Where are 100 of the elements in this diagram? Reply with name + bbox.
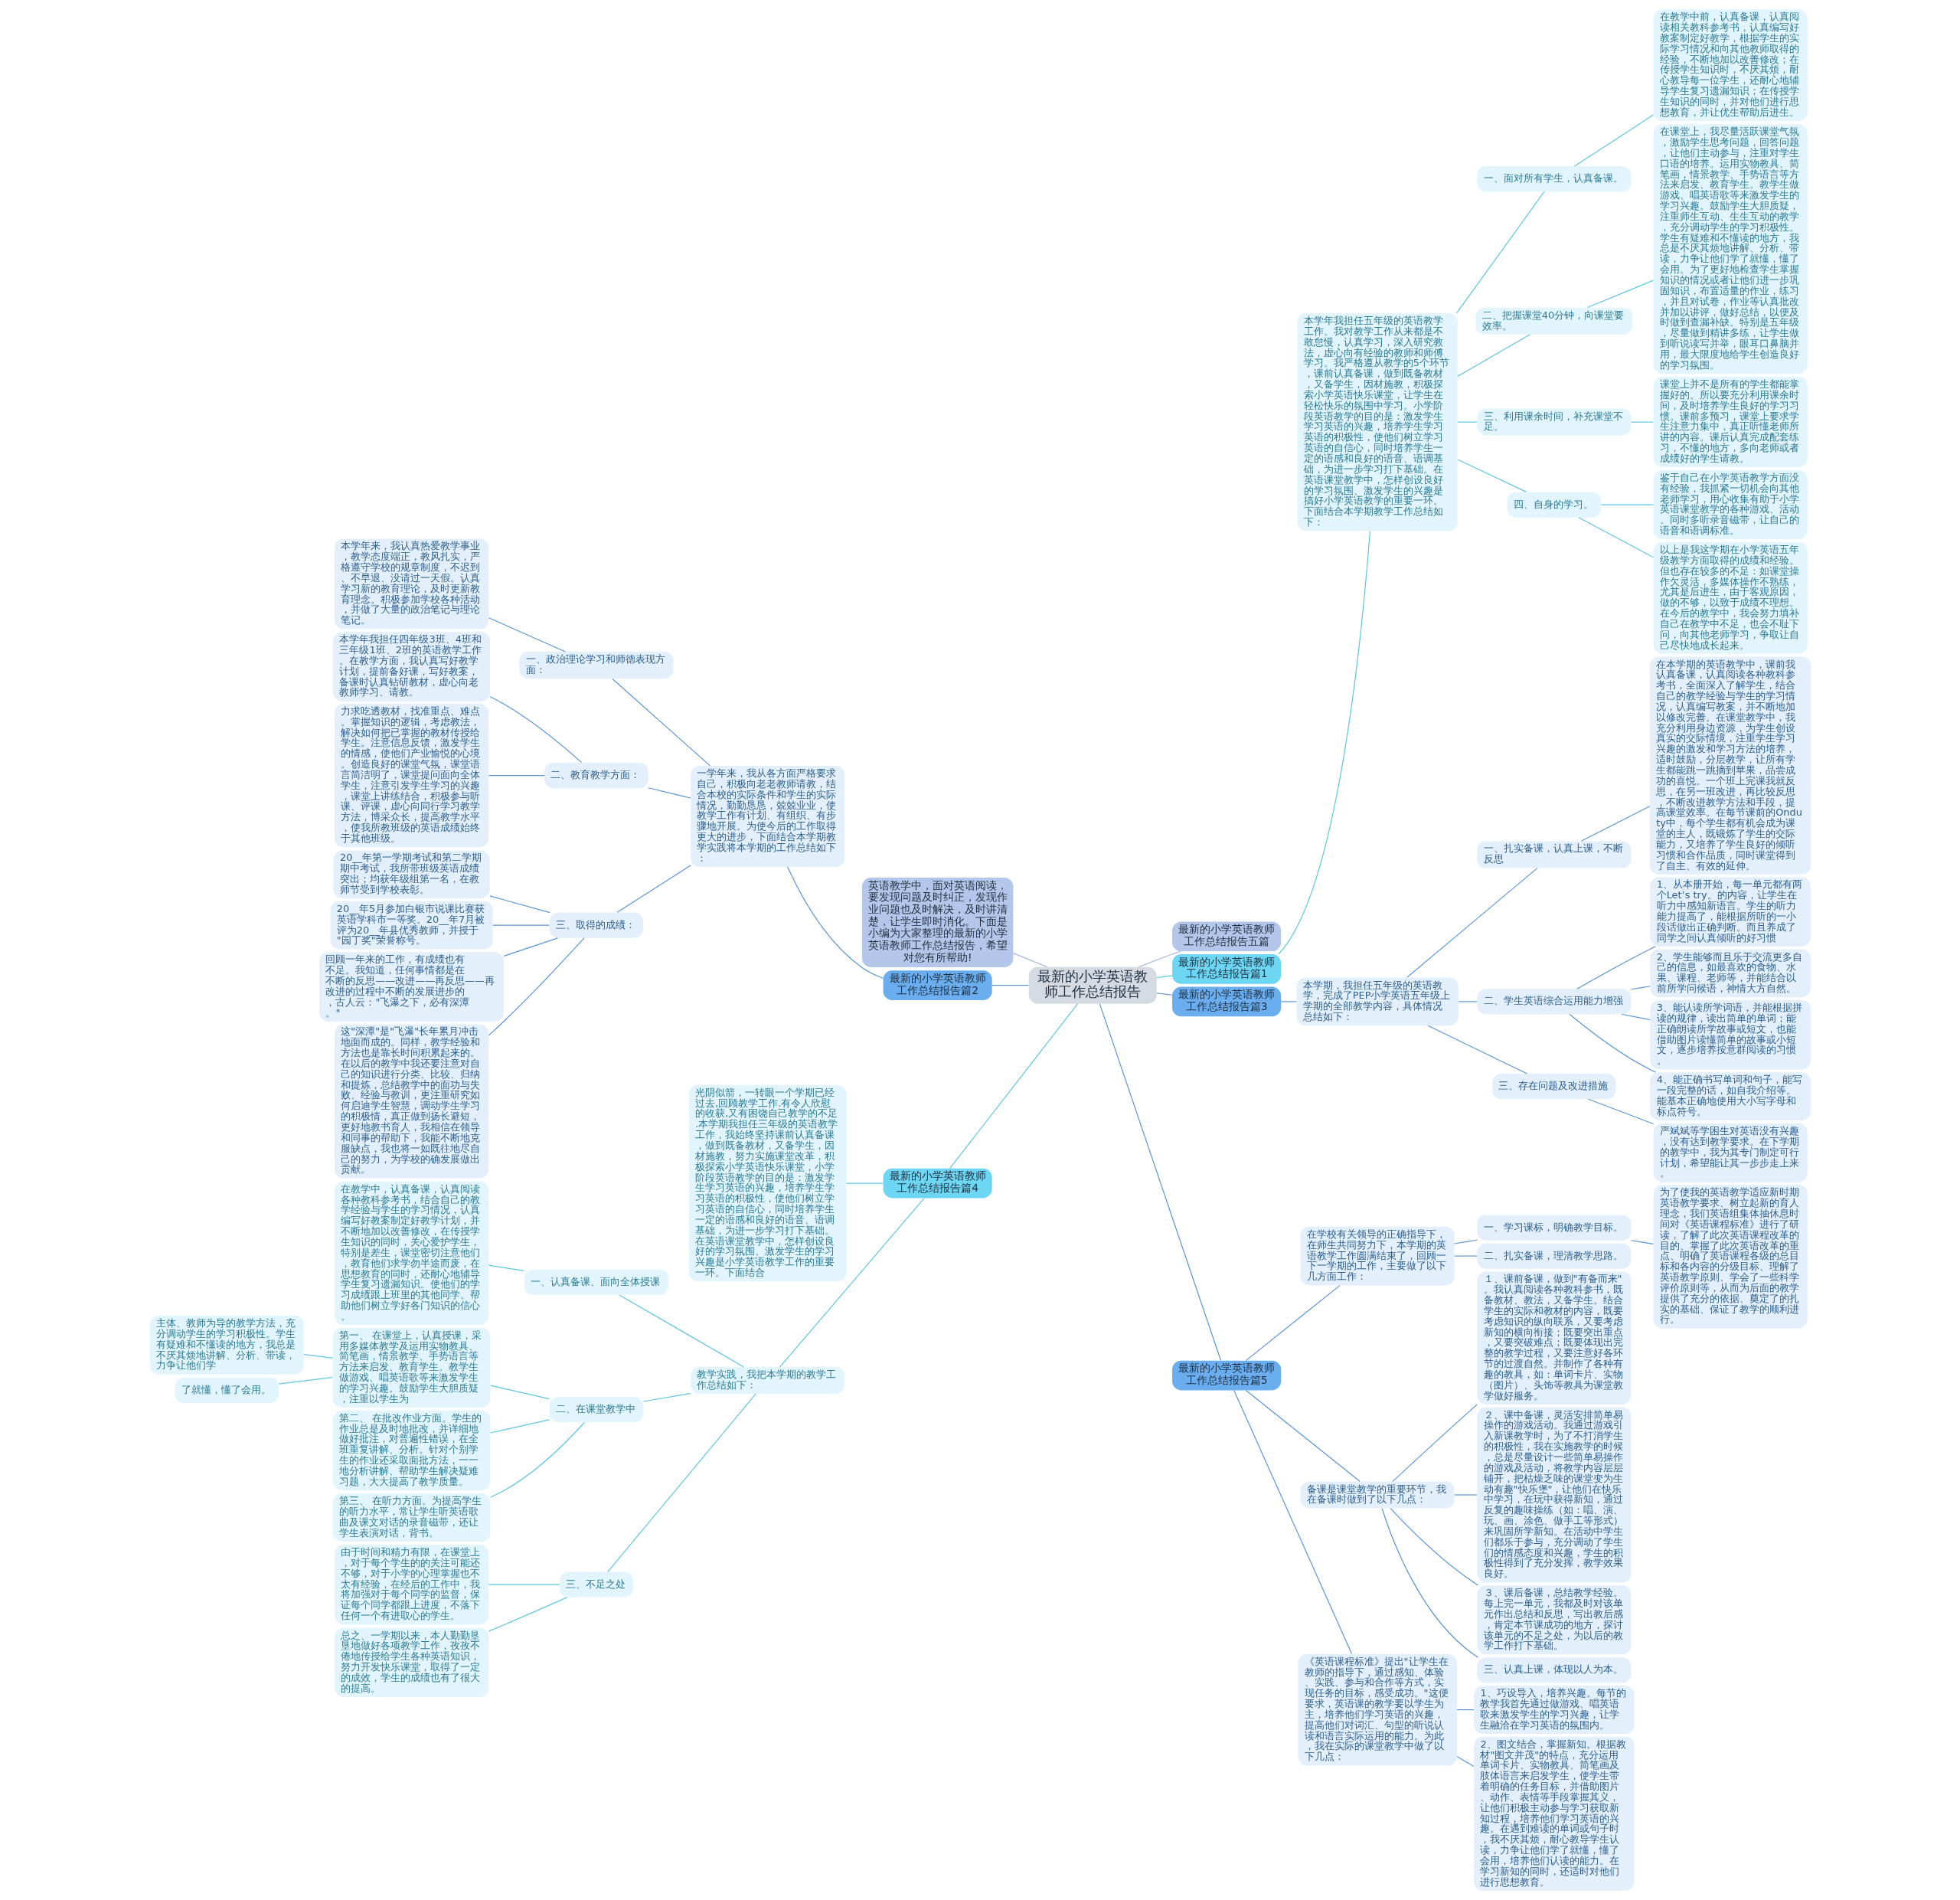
- connector: [1458, 1001, 1478, 1002]
- connector: [1155, 975, 1172, 979]
- node-box: 一、政治理论学习和师德表现方面：: [518, 652, 673, 679]
- connector: [488, 1597, 567, 1632]
- connector: [1453, 1494, 1478, 1496]
- connector: [1577, 517, 1654, 558]
- connector: [489, 1385, 550, 1400]
- connector: [779, 1198, 925, 1368]
- node-box: 最新的小学英语教师工作总结报告: [1028, 966, 1157, 1004]
- connector: [1455, 191, 1544, 314]
- node-box: 三、认真上课，体现以人为本。: [1476, 1657, 1631, 1683]
- node-box: 3、能认读所学词语，并能根据拼读的规律，读出简单的单词；能正确朗读所学故事或短文，也能借助图片读懂简单的故事或小短文，逐步培养按意群阅读的习惯。: [1649, 1000, 1811, 1070]
- node-box: ３、课后备课，总结教学经验。每上完一单元，我都及时对该单元作出总结和反思，写出教后感，肯定本节课成功的地方，探讨该单元的不足之处，为以后的教学工作打下基础。: [1476, 1585, 1631, 1655]
- connector: [642, 1392, 691, 1402]
- node-box: 三、不足之处: [559, 1571, 633, 1598]
- connector: [1457, 334, 1530, 377]
- node-box: 了就懂，懂了会用。: [174, 1377, 279, 1404]
- node-box: 第三、 在听力方面。为提高学生的听力水平，常让学生听英语歌曲及课文对话的录音磁带，还让学生表演对话，背书。: [332, 1493, 490, 1542]
- connector: [1453, 1255, 1478, 1257]
- node-box: 本学年我担任四年级3班、4班和三年级1班、2班的英语教学工作。在教学方面，我认真写好教学计划，提前备好课，写好教案，备课时认真钻研教材，虚心向老教师学习、请教。: [332, 632, 490, 701]
- node-box: 最新的小学英语教师工作总结报告篇4: [883, 1168, 992, 1199]
- node-box: 三、取得的成绩：: [549, 912, 643, 938]
- node-box: 2、图文结合，掌握新知。根据教材"图文并茂"的特点，充分运用单词卡片、实物教具、简笔画及肢体语言来启发学生，使学生带着明确的任务目标，并借助图片、动作、表情等手段掌握其义，让他们积极主动参与学习获取新知过程，培养他们学习英语的兴趣。在遇到难读的单词或句子时，我不厌其烦，耐心教导学生认读，力争让他们学了就懂，懂了会用，培养他们认读的能力。在学习新知的同时，还适时对他们进行思想教育。: [1473, 1736, 1635, 1891]
- node-box: 二、在课堂教学中: [549, 1396, 643, 1422]
- node-box: 一、学习课标，明确教学目标。: [1476, 1215, 1631, 1241]
- node-box: 英语教学中，面对英语阅读，要发现问题及时纠正，发现作业问题也及时解决，及时讲清楚，让学生即时消化。下面是小编为大家整理的最新的小学英语教师工作总结报告，希望对您有所帮助!: [861, 877, 1013, 968]
- node-box: 总之、一学期以来，本人勤勤垦垦地做好各项教学工作，孜孜不倦地传授给学生各种英语知识，努力开发快乐课堂，取得了一定的成效，学生的成绩也有了很大的提高。: [334, 1627, 488, 1697]
- node-box: 三、存在问题及改进措施: [1491, 1074, 1616, 1100]
- node-box: 第二、 在批改作业方面。学生的作业总是及时地批改，并详细地做好批注，对普遍性错误，在全班重复讲解、分析。针对个别学生的作业还采取面批方法，一一地分析讲解、帮助学生解决疑难习题，大大提高了教学质量。: [332, 1410, 490, 1490]
- connector: [488, 1584, 560, 1585]
- node-box: 为了使我的英语教学适应新时期英语教学要求、树立起新的育人理念，我们英语组集体抽休息时间对《英语课程标准》进行了研读，了解了此次英语课程改革的目的、掌握了此次英语改革的重点、明确了英语课程各级的总目标和各内容的分级目标、理解了英语教学原则、学会了一些科学评价原则等，从而为后面的教学提供了充分的依据、奠定了的扎实的基础、保证了教学的顺利进行。: [1653, 1185, 1808, 1329]
- node-box: 严斌斌等学困生对英语没有兴趣，没有达到教学要求。在下学期的教学中，我为其专门制定可行计划，希望能让其一步步走上来。: [1653, 1123, 1808, 1182]
- connector: [647, 787, 691, 799]
- node-box: 回顾一年来的工作，有成绩也有不足。我知道，任何事情都是在不断的反思——改进——再反思——再改进的过程中不断的发展进步的，古人云："飞瀑之下，必有深潭。": [318, 952, 504, 1022]
- node-box: 备课是课堂教学的重要环节，我在备课时做到了以下几点：: [1300, 1481, 1455, 1509]
- node-box: 1、从本册开始，每一单元都有两个Let’s try。的内容，让学生在听力中感知新语言。学生的听力能力提高了，能根据所听的一小段话做出正确判断。而且养成了同学之间认真倾听的好习惯: [1649, 877, 1811, 947]
- node-box: 2、学生能够而且乐于交流更多自己的信息，如最喜欢的食物、水果、课程、老师等，并能结合以前所学问候语，神情大方自然。: [1649, 949, 1811, 998]
- node-box: 在课堂上，我尽量活跃课堂气氛，激励学生思考问题，回答问题，让他们主动参与，注重对学生口语的培养。运用实物教具、简笔画，情景教学、手势语言等方法来启发、教育学生。教学生做游戏、唱英语歌等来激发学生的学习兴趣。鼓励学生大胆质疑，注重师生互动、生生互动的教学，充分调动学生的学习积极性。学生有疑难和不懂读的地方，我总是不厌其烦地讲解、分析、带读，力争让他们学了就懂，懂了会用。为了更好地检查学生掌握知识的情况或者让他们进一步巩固知识，布置适量的作业，练习，并且对试卷，作业等认真批改并加以讲评，做好总结，以便及时做到查漏补缺。特别是五年级，尽量做到精讲多练，让学生做到听说读写并举，眼耳口鼻脑并用，最大限度地给学生创造良好的学习氛围。: [1653, 124, 1808, 374]
- node-box: 第一、 在课堂上，认真授课，采用多媒体教学及运用实物教具、简笔画，情景教学、手势语言等方法来启发、教育学生。教学生做游戏、唱英语歌等来激发学生的学习兴趣。鼓励学生大胆质疑，注重以学生为: [332, 1327, 490, 1408]
- node-box: 在学校有关领导的正确指导下，在师生共同努力下，本学期的英语教学工作圆满结束了，回顾一下一学期的工作，主要做了以下几方面工作：: [1300, 1226, 1455, 1286]
- connector: [1390, 1508, 1478, 1586]
- connector: [845, 1182, 884, 1184]
- node-box: 本学年来，我认真热爱教学事业，教学态度端正，教风扎实，严格遵守学校的规章制度，不迟到、不早退、没请过一天假。认真学习新的教育理论，及时更新教育理念。积极参加学校各种活动，并做了大量的政治笔记与理论笔记。: [334, 538, 488, 630]
- connector: [492, 924, 550, 926]
- connector: [503, 937, 558, 957]
- connector: [1457, 421, 1478, 423]
- connector: [949, 1003, 1078, 1169]
- connector: [1457, 459, 1527, 492]
- node-box: 1、巧设导入，培养兴趣。每节的教学我首先通过做游戏、唱英语歌来激发学生的学习兴趣，让学生融洽在学习英语的氛围内。: [1473, 1686, 1635, 1734]
- connector: [278, 1376, 333, 1385]
- connector: [488, 774, 545, 777]
- connector: [488, 895, 550, 914]
- node-box: 一、认真备课、面向全体授课: [524, 1269, 668, 1295]
- connector: [1600, 504, 1654, 505]
- node-box: 课堂上并不是所有的学生都能掌握好的。所以要充分利用课余时间，及时培养学生良好的学习习惯。课前多预习，课堂上要求学生注意力集中，真正听懂老师所讲的内容。课后认真完成配套练习，不懂的地方，多向老师或者成绩好的学生请教。: [1653, 377, 1808, 468]
- node-box: 力求吃透教材，找准重点、难点。掌握知识的逻辑，考虑教法，解决如何把已掌握的教材传授给学生。注意信息反馈，激发学生的情感，使他们产业愉悦的心境。创造良好的课堂气氛，课堂语言简洁明了，课堂提问面向全体学生，注意引发学生学习的兴趣，课堂上讲练结合，积极参与听课、评课，虚心向同行学习教学方法，博采众长，提高教学水平，使我所教班级的英语成绩始终于其他班级。: [334, 703, 488, 848]
- node-box: 20__年第一学期考试和第二学期期中考试，我所带班级英语成绩突出；均获年级组第一名，在教师节受到学校表彰。: [333, 850, 490, 899]
- node-box: 由于时间和精力有限，在课堂上，对于每个学生的的关注可能还不够，对于小学的心理掌握也不太有经验，在经后的工作中，我将加强对于每个同学的监督，保证每个同学都跟上进度，不落下任何一个有进取心的学生。: [334, 1545, 488, 1625]
- connector: [489, 696, 582, 764]
- connector: [1453, 1239, 1478, 1244]
- node-box: ２、课中备课，灵活安排简单易操作的游戏活动。我通过游戏引入新课教学时，为了不打消学生的积极性，我在实施教学的时候，总是尽量设计一些简单易操作的游戏及活动，将教学内容层层铺开，把枯燥乏味的课堂变为生动有趣"快乐堡"，让他们在快乐中学习，在玩中获得新知，通过反复的趣味操练（如：唱、演、玩、画、涂色、做手工等形式）来巩固所学新知。在活动中学生们都乐于参与，充分调动了学生们的情感态度和兴趣，学生的积极性得到了充分发挥，教学效果良好。: [1476, 1407, 1631, 1583]
- connector: [606, 1393, 756, 1573]
- node-box: 在教学中，认真备课，认真阅读各种教科参考书，结合自己的教学经验与学生的学习情况，认真编写好教案制定好教学计划，并不断地加以改善修改，在传授学生知识的同时，关心爱护学生，特别是差生，课堂密切注意他们，教育他们求学勿半途而废，在思想教育的同时，还耐心地辅导学生复习遗漏知识。使他们的学习成绩跟上班里的其他同学。帮助他们树立学好各门知识的信心。: [334, 1181, 488, 1326]
- connector: [1233, 1390, 1352, 1655]
- connector: [1155, 993, 1172, 996]
- connector: [1245, 1285, 1341, 1362]
- connector: [488, 937, 585, 1036]
- node-box: 《英语课程标准》提出"让学生在教师的指导下，通过感知、体验、实践、参与和合作等方式，实现任务的目标，感受成功。"这便要求，英语课的教学要以学生为主，培养他们学习英语的兴趣，提高他们对词汇、句型的听说认读和语言实际运用的能力。为此，我在实际的课堂教学中做了以下几点：: [1297, 1653, 1457, 1766]
- connector: [618, 1294, 744, 1368]
- node-box: 一、面对所有学生，认真备课。: [1476, 166, 1631, 192]
- node-box: 三、利用课余时间，补充课堂不足。: [1476, 408, 1631, 436]
- connector: [489, 1421, 585, 1498]
- node-box: 教学实践，我把本学期的教学工作总结如下：: [690, 1367, 844, 1395]
- node-box: 二、把握课堂40分钟，向课堂要效率。: [1475, 307, 1632, 335]
- node-box: 鉴于自己在小学英语教学方面没有经验，我抓紧一切机会向其他老师学习，用心收集有助于小学英语课堂教学的各种游戏、活动。同时多听录音磁带，让自己的语音和语调标准。: [1653, 469, 1808, 540]
- connector: [1406, 868, 1537, 978]
- node-box: 20__年5月参加白银市说课比赛获英语学科市一等奖。20__年7月被评为20__年县优秀教师，并授于"园丁奖"荣誉称号。: [330, 901, 493, 950]
- node-box: 主体、教师为导的教学方法，充分调动学生的学习积极性。学生有疑难和不懂读的地方，我总是不厌其烦地讲解、分析、带读，力争让他们学: [149, 1316, 304, 1375]
- connector: [1580, 806, 1650, 842]
- connector: [1138, 950, 1181, 968]
- connector: [488, 1264, 524, 1272]
- connector: [1587, 1098, 1654, 1125]
- node-box: 最新的小学英语教师工作总结报告篇3: [1171, 986, 1281, 1017]
- node-box: 以上是我这学期在小学英语五年级教学方面取得的成绩和经验。但也存在较多的不足：如课堂操作欠灵活，多媒体操作不熟练，尤其是后进生，由于客观原因，做的不够，以致于成绩不理想。在今后的教学中，我会努力填补自己在教学中不足，也会不耻下问，向其他老师学习，争取让自己尽快地成长起来。: [1653, 542, 1808, 654]
- connector: [1576, 946, 1656, 989]
- connector: [1630, 986, 1651, 990]
- connector: [1245, 1389, 1361, 1482]
- node-box: 最新的小学英语教师工作总结报告五篇: [1171, 921, 1281, 952]
- connector: [489, 1419, 550, 1434]
- connector: [1569, 1013, 1656, 1073]
- connector: [1630, 1240, 1654, 1245]
- connector: [488, 617, 566, 652]
- node-box: 光阴似箭，一转眼一个学期已经过去,回顾教学工作.有令人欣慰的收获,又有困饶自己教学的不足.本学期我担任三年级的英语教学工作，我始终坚持课前认真备课，做到既备教材，又备学生，因材施教，努力实施课堂改革，积极探索小学英语快乐课堂，小学阶段英语教学的目的是：激发学生学习英语的兴趣，培养学生学习英语的积极性，使他们树立学习英语的自信心，同时培养学生一定的语感和良好的语音、语调基础，为进一步学习打下基础。在英语课堂教学中，怎样创设良好的学习氛围、激发学生的学习兴趣是小学英语教学工作的重要一环。下面结合: [688, 1084, 847, 1282]
- connector: [1280, 1001, 1297, 1002]
- node-box: 最新的小学英语教师工作总结报告篇2: [883, 970, 992, 1000]
- node-box: 一、扎实备课，认真上课，不断反思: [1476, 841, 1631, 868]
- node-box: 最新的小学英语教师工作总结报告篇1: [1171, 954, 1281, 984]
- node-box: 4、能正确书写单词和句子，能写一段完整的话，如自我介绍等。能基本正确地使用大小写字母和标点符号。: [1649, 1072, 1811, 1120]
- connector: [1099, 1003, 1221, 1362]
- connector: [1586, 280, 1654, 309]
